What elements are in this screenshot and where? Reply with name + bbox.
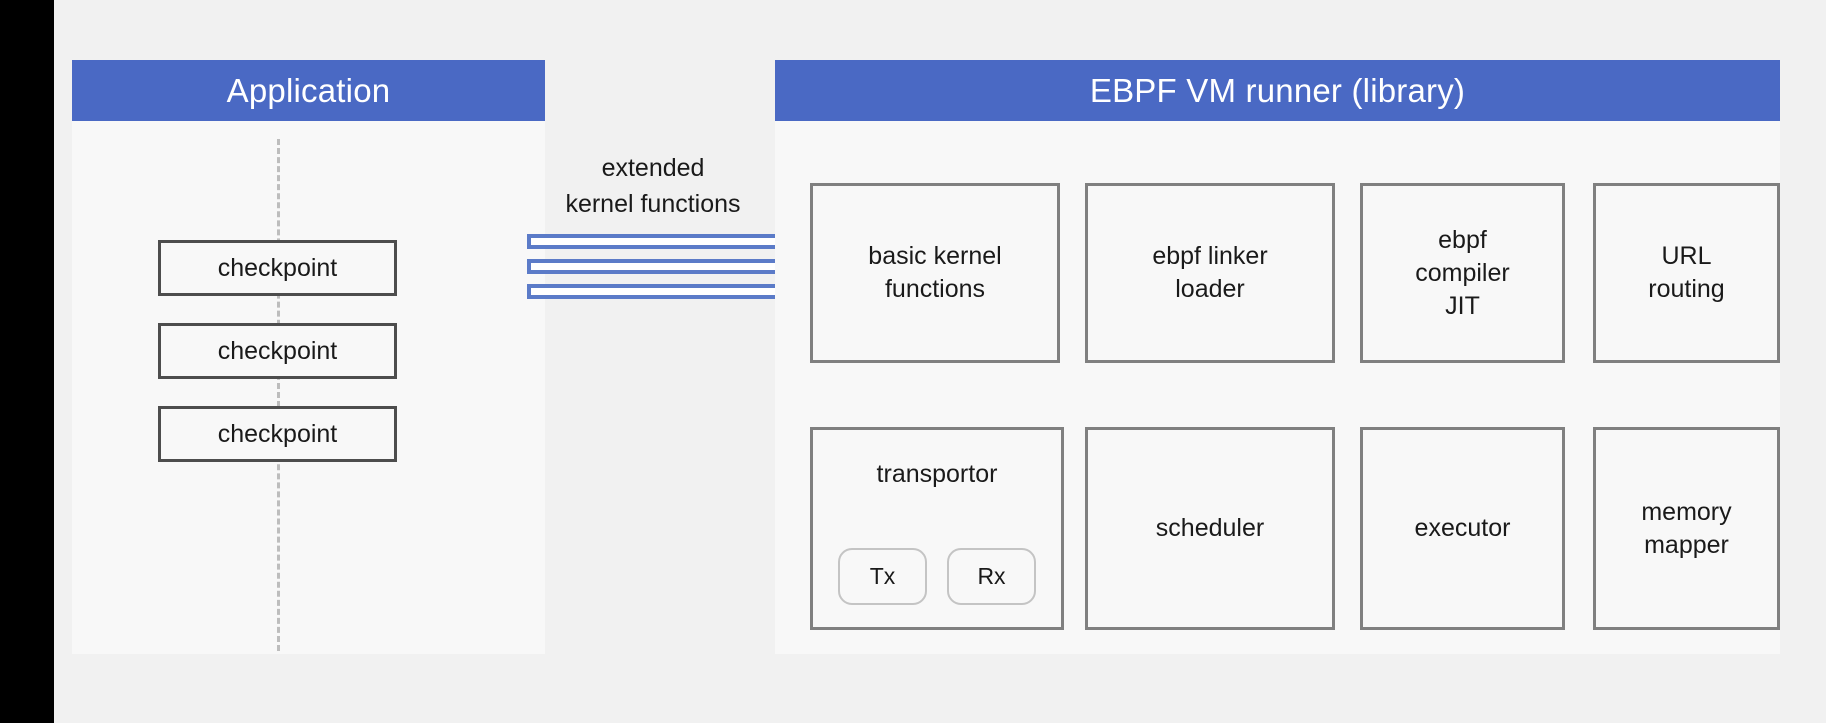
application-panel-body (72, 121, 545, 654)
checkpoint-label: checkpoint (217, 336, 338, 365)
extended-kernel-functions-label: extended kernel functions (565, 154, 741, 218)
module-label: basic kernel functions (868, 242, 1002, 303)
module-transportor[interactable]: transportor Tx Rx (810, 427, 1064, 630)
module-ebpf-linker-loader[interactable]: ebpf linker loader (1085, 183, 1335, 363)
application-lifeline (277, 139, 280, 651)
module-label: scheduler (1155, 514, 1265, 542)
vm-panel-header: EBPF VM runner (library) (775, 60, 1780, 121)
checkpoint-label: checkpoint (217, 253, 338, 282)
module-memory-mapper[interactable]: memory mapper (1593, 427, 1780, 630)
transportor-rx-pill[interactable]: Rx (947, 548, 1036, 605)
module-label: executor (1414, 514, 1511, 542)
module-label: ebpf compiler JIT (1415, 225, 1510, 320)
module-basic-kernel-functions[interactable]: basic kernel functions (810, 183, 1060, 363)
checkpoint-box[interactable]: checkpoint (158, 323, 397, 379)
module-label: ebpf linker loader (1152, 242, 1268, 303)
left-gutter-bar (0, 0, 54, 723)
application-panel-header: Application (72, 60, 545, 121)
checkpoint-label: checkpoint (217, 419, 338, 448)
checkpoint-box[interactable]: checkpoint (158, 406, 397, 462)
transportor-tx-pill[interactable]: Tx (838, 548, 927, 605)
module-ebpf-compiler-jit[interactable]: ebpf compiler JIT (1360, 183, 1565, 363)
module-label: memory mapper (1641, 497, 1732, 559)
vm-panel-title: EBPF VM runner (library) (1089, 71, 1466, 109)
transportor-pill-row: Tx Rx (813, 548, 1061, 605)
pill-label: Rx (977, 563, 1006, 589)
module-executor[interactable]: executor (1360, 427, 1565, 630)
checkpoint-box[interactable]: checkpoint (158, 240, 397, 296)
module-label: URL routing (1648, 242, 1725, 303)
module-url-routing[interactable]: URL routing (1593, 183, 1780, 363)
module-label: transportor (876, 460, 998, 488)
pill-label: Tx (869, 563, 896, 589)
module-scheduler[interactable]: scheduler (1085, 427, 1335, 630)
application-panel-title: Application (226, 71, 391, 109)
